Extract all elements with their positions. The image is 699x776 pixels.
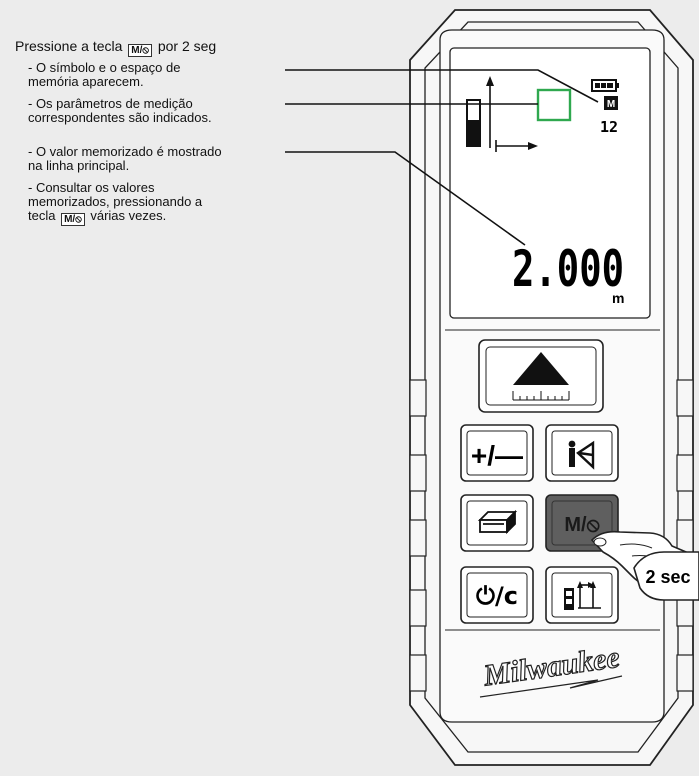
memory-key-label: M/⦸ [564, 514, 599, 536]
duration-callout: 2 sec [633, 551, 699, 601]
measurement-mode-icon [466, 76, 538, 152]
bullet-3-line-2: na linha principal. [28, 158, 130, 173]
bullet-3-line-1: - O valor memorizado é mostrado [28, 144, 222, 159]
power-clear-label: ⏻/c [476, 582, 518, 610]
memory-key-inline-icon-2: M/⦸ [61, 213, 85, 226]
bullet-1-line-2: memória aparecem. [28, 74, 144, 89]
memory-indicator: M [604, 96, 618, 110]
highlighted-measurement-box [536, 88, 572, 122]
function-key[interactable] [545, 566, 619, 624]
leader-lines [285, 69, 599, 246]
measure-triangle-icon [513, 352, 569, 385]
main-reading-unit: m [612, 290, 624, 306]
leader-line-value [285, 151, 526, 246]
bullet-2-line-1: - Os parâmetros de medição [28, 96, 193, 111]
ruler-icon [512, 391, 570, 401]
bullet-2-line-2: correspondentes são indicados. [28, 110, 212, 125]
power-clear-key[interactable]: ⏻/c [460, 566, 534, 624]
bullet-4-line-3: tecla M/⦸ várias vezes. [28, 209, 166, 226]
memory-indicator-label: M [607, 99, 615, 110]
duration-label: 2 sec [645, 567, 690, 587]
heading-prefix: Pressione a tecla [15, 38, 123, 54]
plus-minus-key[interactable]: +/— [460, 424, 534, 482]
battery-icon [591, 79, 619, 92]
bullet-1-line-1: - O símbolo e o espaço de [28, 60, 181, 75]
heading-suffix: por 2 seg [157, 38, 217, 54]
instructions-heading: Pressione a tecla M/⦸ por 2 seg [15, 39, 216, 57]
leader-line-memory [285, 69, 599, 103]
reference-point-icon [568, 440, 595, 470]
main-reading-value: 2.000 [512, 240, 624, 298]
memory-key-inline-icon: M/⦸ [128, 44, 152, 57]
last-line-prefix: tecla [28, 208, 56, 223]
measure-key[interactable] [478, 339, 604, 413]
plus-minus-label: +/— [471, 440, 523, 471]
bullet-4-line-1: - Consultar os valores [28, 180, 155, 195]
last-line-suffix: várias vezes. [90, 208, 167, 223]
reference-key[interactable] [545, 424, 619, 482]
memory-slot-number: 12 [600, 118, 618, 136]
volume-box-icon [477, 509, 518, 535]
area-volume-key[interactable] [460, 494, 534, 552]
lcd-screen: M 12 2.000 m [449, 47, 651, 319]
bullet-4-line-2: memorizados, pressionando a [28, 194, 203, 209]
indirect-measure-icon [564, 581, 601, 610]
